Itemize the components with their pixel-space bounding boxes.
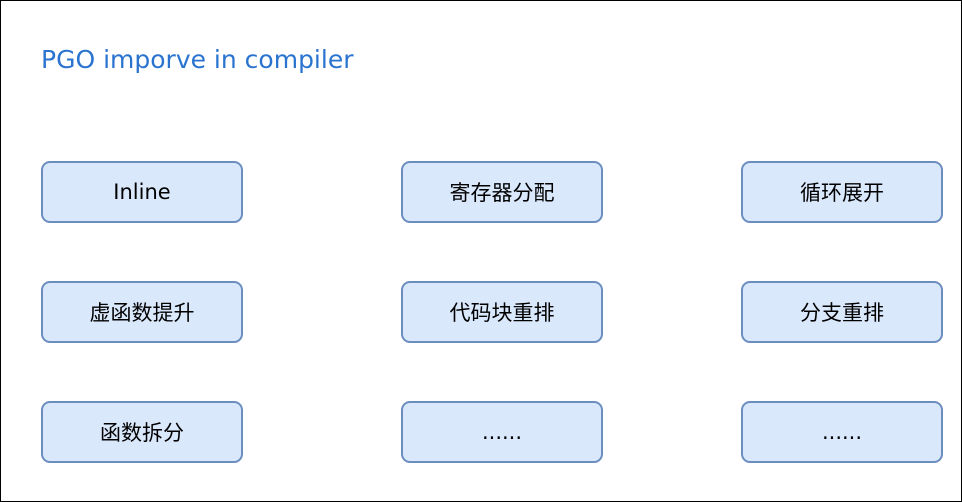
box-block-reordering: 代码块重排	[401, 281, 603, 343]
box-ellipsis: ......	[741, 401, 943, 463]
box-label: 寄存器分配	[449, 181, 555, 205]
box-function-splitting: 函数拆分	[41, 401, 243, 463]
box-label: Inline	[113, 180, 171, 204]
box-label: 代码块重排	[449, 301, 555, 325]
box-label: 分支重排	[800, 301, 884, 325]
box-inline: Inline	[41, 161, 243, 223]
box-label: ......	[821, 420, 863, 444]
diagram-title: PGO imporve in compiler	[41, 45, 354, 74]
box-label: 循环展开	[800, 181, 884, 205]
box-register-allocation: 寄存器分配	[401, 161, 603, 223]
box-label: ......	[481, 420, 523, 444]
box-devirtualization: 虚函数提升	[41, 281, 243, 343]
box-loop-unrolling: 循环展开	[741, 161, 943, 223]
box-branch-reordering: 分支重排	[741, 281, 943, 343]
box-ellipsis: ......	[401, 401, 603, 463]
box-label: 函数拆分	[100, 421, 184, 445]
box-label: 虚函数提升	[89, 301, 195, 325]
